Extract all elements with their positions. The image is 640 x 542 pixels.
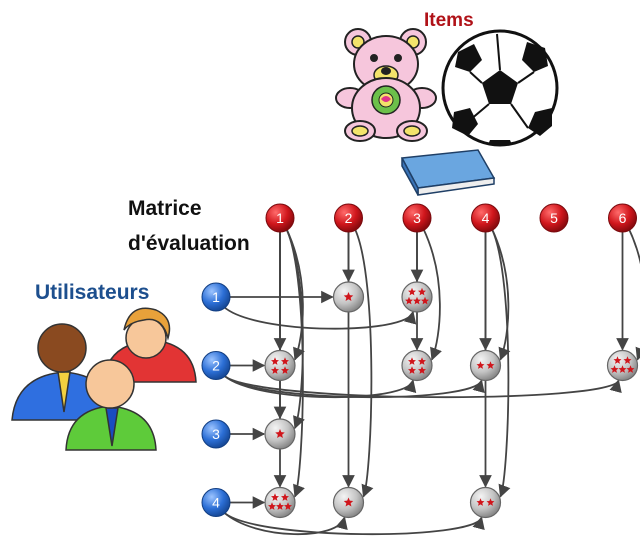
matrix-title-line2: d'évaluation [128, 232, 250, 256]
rating-node [608, 351, 638, 381]
item-node-5: 5 [540, 204, 568, 232]
rating-node [471, 351, 501, 381]
user-node-2: 2 [202, 352, 230, 380]
item-rating-curve [355, 228, 372, 497]
user-number: 1 [212, 289, 220, 305]
user-number: 2 [212, 358, 220, 374]
item-node-3: 3 [403, 204, 431, 232]
users-title: Utilisateurs [35, 281, 149, 305]
item-node-2: 2 [335, 204, 363, 232]
item-number: 6 [619, 210, 627, 226]
user-number: 4 [212, 495, 220, 511]
user-node-1: 1 [202, 283, 230, 311]
items-title: Items [424, 10, 474, 32]
item-node-1: 1 [266, 204, 294, 232]
item-nodes: 1 2 3 4 5 6 [266, 204, 637, 232]
rating-node [265, 351, 295, 381]
rating-node [265, 488, 295, 518]
user-node-4: 4 [202, 489, 230, 517]
teddy-bear-icon [336, 29, 436, 141]
user-node-3: 3 [202, 420, 230, 448]
user-rating-curve [224, 307, 413, 329]
item-node-6: 6 [609, 204, 637, 232]
item-number: 4 [482, 210, 490, 226]
rating-node [334, 282, 364, 312]
item-number: 3 [413, 210, 421, 226]
item-rating-curve [492, 228, 509, 360]
rating-links [224, 228, 640, 534]
item-number: 1 [276, 210, 284, 226]
rating-node [402, 351, 432, 381]
item-number: 2 [345, 210, 353, 226]
users-group-icon [12, 308, 196, 450]
rating-node [402, 282, 432, 312]
item-node-4: 4 [472, 204, 500, 232]
book-icon [402, 150, 494, 195]
soccer-ball-icon [443, 31, 557, 145]
item-rating-curve [629, 228, 640, 360]
matrix-title: Matrice [128, 197, 202, 221]
rating-nodes [265, 282, 638, 518]
rating-node [265, 419, 295, 449]
item-number: 5 [550, 210, 558, 226]
user-number: 3 [212, 426, 220, 442]
rating-node [334, 488, 364, 518]
user-nodes: 1 2 3 4 [202, 283, 230, 517]
rating-node [471, 488, 501, 518]
